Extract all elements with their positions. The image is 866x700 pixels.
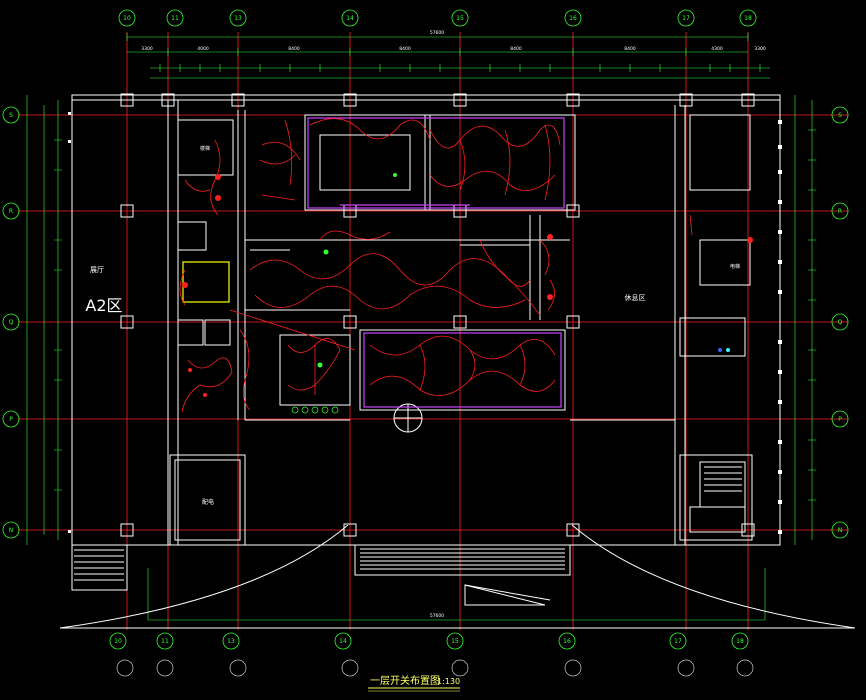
bay-dimension: 8400 [510, 46, 522, 52]
room-label-west-hall: 展厅 [90, 266, 104, 274]
zone-label: A2区 [85, 296, 122, 315]
bay-dimension: 8400 [624, 46, 636, 52]
axis-label: 17 [674, 638, 682, 645]
bay-dimension: 8400 [399, 46, 411, 52]
axis-label: S [838, 112, 842, 119]
walls [59, 94, 856, 629]
axis-bubbles-side [2, 106, 849, 539]
lighting-circuits [179, 118, 693, 413]
bay-dimension: 3300 [141, 46, 153, 52]
axis-label: S [9, 112, 13, 119]
bay-dimension: 8400 [288, 46, 300, 52]
axis-label: 15 [456, 15, 464, 22]
axis-labels-side: S R Q P N S R Q P N [9, 112, 843, 534]
axis-bubbles-bottom-white [116, 659, 754, 677]
overall-dimension: 57600 [430, 30, 444, 36]
dimension-lines [26, 33, 816, 621]
axis-bubbles-top [118, 9, 757, 27]
device-markers [182, 173, 753, 397]
axis-labels-top: 10 11 13 14 15 16 17 18 [123, 15, 752, 22]
axis-label: 18 [736, 638, 744, 645]
room-label-stair: 楼梯 [200, 145, 210, 152]
bay-dimension: 3300 [754, 46, 766, 52]
axis-label: 16 [569, 15, 577, 22]
axis-label: 17 [682, 15, 690, 22]
axis-label: 18 [744, 15, 752, 22]
bay-dimension: 4300 [711, 46, 723, 52]
overall-dimension-bottom: 57600 [430, 613, 444, 619]
axis-label: N [9, 527, 14, 534]
window-marks [68, 112, 782, 534]
partition-outlines [307, 117, 565, 408]
axis-label: 14 [339, 638, 347, 645]
axis-label: N [838, 527, 843, 534]
axis-label: P [9, 416, 13, 423]
axis-label: 15 [451, 638, 459, 645]
columns [120, 93, 755, 537]
axis-label: 11 [161, 638, 169, 645]
title-block: 一层开关布置图 1:130 [368, 674, 460, 692]
axis-label: 10 [114, 638, 122, 645]
axis-label: P [838, 416, 842, 423]
room-label-east-rest: 休息区 [625, 293, 646, 302]
axis-label: 11 [171, 15, 179, 22]
axis-label: 13 [234, 15, 242, 22]
axis-label: R [838, 208, 842, 215]
drawing-title: 一层开关布置图 [370, 674, 440, 687]
axis-label: 16 [563, 638, 571, 645]
fixture-box [182, 261, 230, 303]
dimension-text: 57600 3300 4000 8400 8400 8400 8400 4300… [141, 30, 766, 619]
axis-label: 13 [227, 638, 235, 645]
room-label-lift: 电梯 [730, 263, 740, 270]
axis-label: Q [838, 319, 843, 326]
axis-label: Q [9, 319, 14, 326]
axis-label: R [9, 208, 13, 215]
axis-label: 10 [123, 15, 131, 22]
axis-bubbles-bottom [109, 632, 749, 650]
room-label-south: 配电 [202, 498, 214, 506]
bay-dimension: 4000 [197, 46, 209, 52]
axis-label: 14 [346, 15, 354, 22]
drawing-scale: 1:130 [437, 677, 460, 686]
axis-labels-bottom: 10 11 13 14 15 16 17 18 [114, 638, 744, 645]
planters [291, 406, 339, 414]
